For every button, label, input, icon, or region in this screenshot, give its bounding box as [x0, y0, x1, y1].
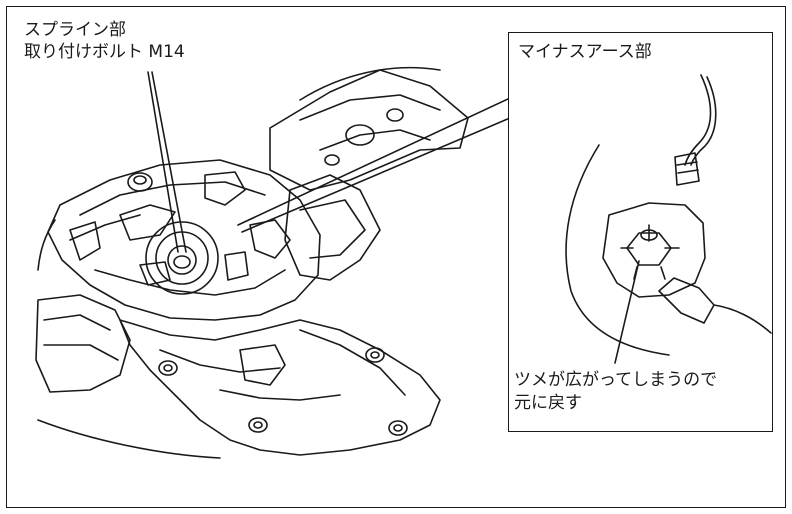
wire-inner: [690, 76, 717, 166]
claw-label-line2: 元に戻す: [514, 393, 582, 413]
arm-hole-3: [386, 108, 404, 122]
lower-assembly: [119, 319, 441, 456]
top-knob: [127, 172, 153, 192]
right-arm: [284, 174, 381, 281]
callout-line-upper: [237, 97, 511, 226]
wire-sleeve: [674, 152, 700, 186]
body-curve: [565, 144, 670, 356]
spline-hub-mid: [155, 231, 209, 285]
cutout-2: [204, 171, 246, 206]
cutout-4: [224, 251, 249, 281]
bolt-lower-2: [365, 347, 385, 363]
arm-hole-2: [324, 154, 340, 166]
claw-leader: [614, 260, 640, 364]
cutout-3: [249, 219, 291, 259]
main-body: [47, 159, 321, 321]
wire: [684, 74, 712, 166]
minus-earth-drawing: [565, 74, 772, 364]
cutout-5: [69, 221, 101, 261]
spline-label-line1: スプライン部: [24, 20, 126, 40]
spline-leader-2: [151, 71, 187, 253]
callout-line-lower: [241, 117, 511, 233]
spline-leader-1: [147, 71, 179, 253]
minus-earth-label: マイナスアース部: [518, 42, 652, 62]
bolt-lower-3: [388, 420, 408, 436]
left-arm: [35, 294, 131, 393]
minus-earth-inset: [508, 32, 773, 432]
bolt-lower-1: [158, 360, 178, 376]
lower-bracket: [239, 344, 286, 386]
spline-bolt: [167, 245, 197, 275]
claw-label-line1: ツメが広がってしまうので: [514, 370, 718, 390]
terminal-plate: [602, 202, 706, 298]
arm-hole-1: [345, 124, 375, 146]
spline-hub-outer: [145, 221, 219, 295]
upper-arm: [269, 69, 469, 191]
bolt-lower-4: [248, 417, 268, 433]
spline-label-line2: 取り付けボルト M14: [24, 42, 185, 62]
cutout-1: [119, 204, 176, 241]
